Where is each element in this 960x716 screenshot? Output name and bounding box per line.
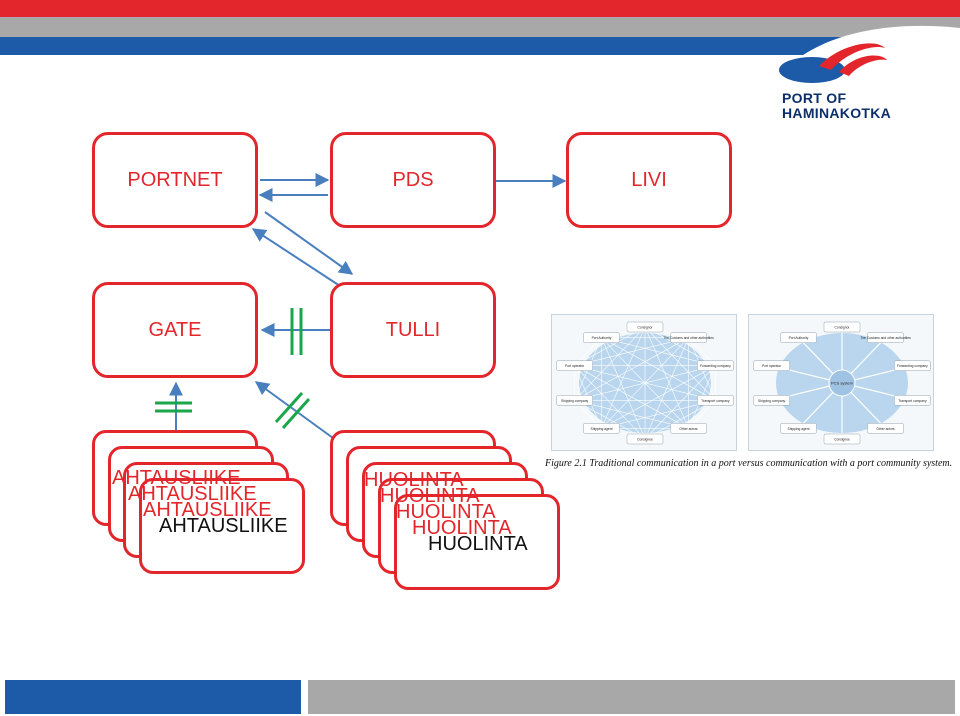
pcs-node-label: Consignor [834,326,850,330]
arrow-huolinta-to-gate [254,381,334,439]
traditional-link [574,365,689,429]
pcs-node-label: The Customs and other authorities [860,336,911,340]
pcs-node [753,360,790,371]
pcs-node [894,395,931,406]
logo-shape-icon [755,25,960,128]
traditional-link [601,337,689,429]
pcs-node [780,332,817,343]
pcs-node-label: Port Authority [789,336,809,340]
ahtausliike-label-1: AHTAUSLIIKE [112,467,241,489]
traditional-node [626,433,664,445]
traditional-link [601,337,716,366]
traditional-link [644,326,716,401]
bottom-grey-bar [308,680,955,714]
traditional-node-label: Port Authority [592,336,612,340]
top-blue-bar [0,37,960,55]
pcs-node-label: Consignee [834,438,850,442]
traditional-node [697,360,734,371]
top-red-bar [0,0,960,17]
traditional-link [601,400,716,429]
traditional-link [574,337,689,366]
gate-label: GATE [148,318,202,341]
portnet-label: PORTNET [127,168,223,191]
pcs-hub [828,369,856,397]
traditional-node [556,360,593,371]
traditional-node [697,395,734,406]
pcs-node [867,332,904,343]
traditional-link [574,326,646,401]
traditional-link [601,337,646,440]
livi-box: LIVI [566,132,732,228]
tulli-label: TULLI [385,318,441,341]
pcs-node-label: Forwarding company [897,364,928,368]
top-grey-bar [0,17,960,37]
no-link-mark-5 [274,391,304,424]
traditional-node-label: Shipping company [561,399,588,403]
traditional-node-label: Other actors [679,427,697,431]
traditional-node [556,395,593,406]
figure-caption: Figure 2.1 Traditional communication in … [545,458,953,469]
pds-label: PDS [392,168,434,191]
huolinta-card-5 [394,494,560,590]
traditional-link [574,400,646,440]
traditional-link [644,365,716,440]
traditional-node-label: Shipping agent [591,427,613,431]
pds-box: PDS [330,132,496,228]
pcs-node [823,433,861,445]
pcs-node-label: Transport company [898,399,927,403]
huolinta-label-3: HUOLINTA [396,501,496,523]
pcs-node-label: Shipping company [758,399,785,403]
traditional-node-label: Consignee [637,438,653,442]
traditional-node [670,423,707,434]
logo-line-2: HAMINAKOTKA [782,105,892,121]
gate-box: GATE [92,282,258,378]
pcs-hub-label: PCS system [831,381,854,386]
traditional-node-label: Forwarding company [700,364,731,368]
ahtausliike-label-3: AHTAUSLIIKE [143,499,272,521]
pcs-node [753,395,790,406]
traditional-node-label: Consignor [637,326,653,330]
pcs-node [823,321,861,333]
traditional-node-label: Port operator [565,364,585,368]
arrow-portnet-to-tulli [264,211,354,275]
pcs-node-label: Shipping agent [788,427,810,431]
traditional-node [583,332,620,343]
pcs-node [867,423,904,434]
huolinta-label-5: HUOLINTA [428,533,528,555]
logo: PORT OF HAMINAKOTKA [735,16,960,128]
pcs-node [894,360,931,371]
pcs-node-label: Port operator [762,364,782,368]
huolinta-label-4: HUOLINTA [412,517,512,539]
bottom-blue-bar [5,680,301,714]
traditional-link [574,365,646,440]
traditional-link [601,337,716,401]
huolinta-label-2: HUOLINTA [380,485,480,507]
huolinta-label-1: HUOLINTA [364,469,464,491]
traditional-node [670,332,707,343]
traditional-node-label: The Customs and other authorities [663,336,714,340]
logo-line-1: PORT OF [782,90,847,106]
pcs-node [780,423,817,434]
portnet-box: PORTNET [92,132,258,228]
tulli-box: TULLI [330,282,496,378]
traditional-link [574,400,689,429]
ahtausliike-label-2: AHTAUSLIIKE [128,483,257,505]
ahtausliike-label-4: AHTAUSLIIKE [159,515,288,537]
no-link-mark-6 [281,397,311,430]
traditional-node [583,423,620,434]
livi-label: LIVI [631,168,667,191]
traditional-node-label: Transport company [701,399,730,403]
ahtausliike-card-4 [139,478,305,574]
arrow-tulli-to-portnet [251,228,341,287]
traditional-node [626,321,664,333]
pcs-node-label: Other actors [876,427,894,431]
